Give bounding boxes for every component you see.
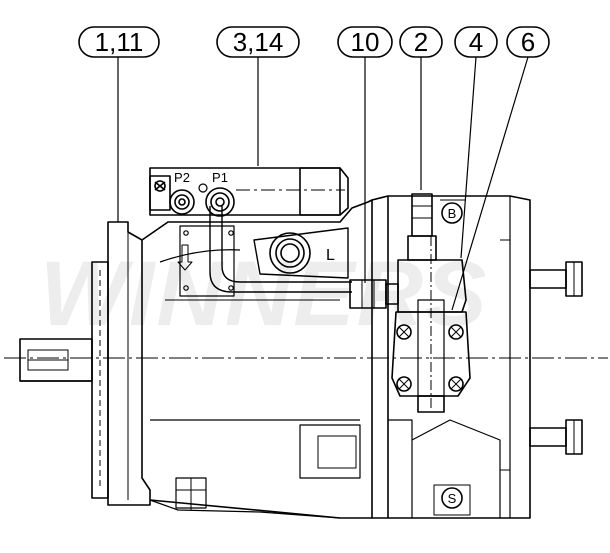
port-p2-label: P2 xyxy=(174,170,190,185)
pressure-regulator xyxy=(391,193,471,413)
callout-6: 6 xyxy=(506,26,550,58)
control-valve-block xyxy=(149,167,349,216)
mounting-flange xyxy=(91,221,151,506)
port-b: B xyxy=(440,199,466,224)
callout-1-11-label: 1,11 xyxy=(95,27,144,57)
port-p1: P1 xyxy=(205,170,235,217)
port-p2: P2 xyxy=(169,170,195,215)
plug-small xyxy=(198,183,208,193)
port-l-label: L xyxy=(326,247,335,264)
screw-plug-top xyxy=(529,261,583,297)
callout-10: 10 xyxy=(337,26,393,58)
port-s-label: S xyxy=(448,491,457,506)
callout-2: 2 xyxy=(399,26,443,58)
screw-plug-bottom xyxy=(529,419,583,455)
drive-shaft xyxy=(19,338,93,382)
port-b-label: B xyxy=(448,206,457,221)
callout-6-label: 6 xyxy=(521,27,535,57)
callout-4-label: 4 xyxy=(469,27,483,57)
port-p1-label: P1 xyxy=(212,170,228,185)
callout-1-11: 1,11 xyxy=(78,26,160,58)
pump-housing xyxy=(141,199,373,519)
callout-3-14-label: 3,14 xyxy=(233,27,284,57)
callout-10-label: 10 xyxy=(351,27,380,57)
port-plate xyxy=(371,195,531,519)
control-pipe xyxy=(209,206,352,293)
callout-3-14: 3,14 xyxy=(216,26,300,58)
leader-lines xyxy=(117,56,529,311)
port-l-boss: L xyxy=(253,227,349,279)
name-plate xyxy=(177,225,235,297)
callout-2-label: 2 xyxy=(414,27,428,57)
port-s: S xyxy=(433,484,471,516)
callout-4: 4 xyxy=(454,26,498,58)
